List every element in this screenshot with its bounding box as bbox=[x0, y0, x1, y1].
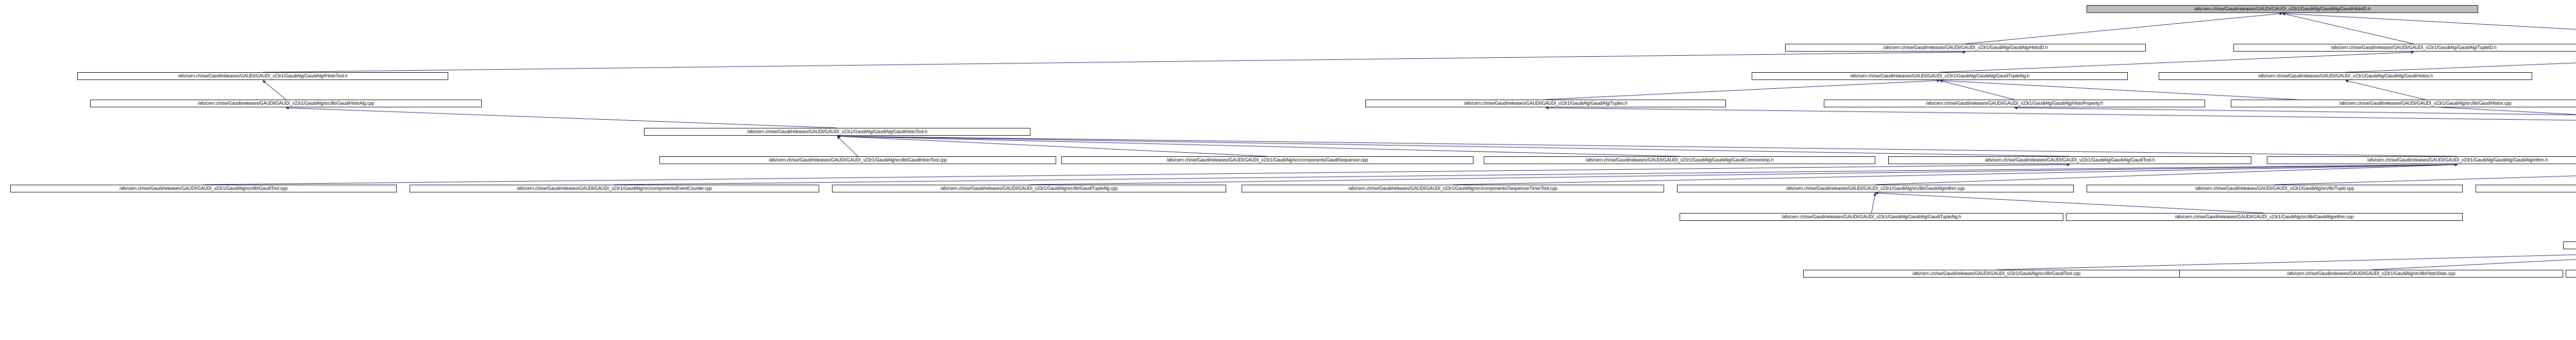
graph-edge bbox=[614, 163, 2458, 185]
graph-edge bbox=[2345, 62, 2576, 73]
graph-node[interactable]: /afs/cern.ch/sw/Gaudi/releases/GAUDI/GAU… bbox=[2087, 185, 2463, 192]
graph-node[interactable]: /afs/cern.ch/sw/Gaudi/releases/GAUDI/GAU… bbox=[1824, 100, 2205, 107]
graph-node-root[interactable]: /afs/cern.ch/sw/Gaudi/releases/GAUDI/GAU… bbox=[2087, 5, 2478, 13]
graph-edge bbox=[837, 135, 1680, 157]
graph-node[interactable]: /afs/cern.ch/sw/Gaudi/releases/GAUDI/GAU… bbox=[1061, 156, 1473, 164]
graph-edge bbox=[1996, 254, 2576, 270]
graph-node[interactable]: /afs/cern.ch/sw/Gaudi/releases/GAUDI/GAU… bbox=[1484, 156, 1875, 164]
graph-edge bbox=[1875, 191, 2265, 214]
graph-node[interactable]: /afs/cern.ch/sw/Gaudi/releases/GAUDI/GAU… bbox=[644, 128, 1030, 136]
graph-edge bbox=[1965, 12, 2283, 44]
graph-node[interactable]: /afs/cern.ch/sw/Gaudi/releases/GAUDI/GAU… bbox=[2179, 270, 2563, 278]
graph-node[interactable]: /afs/cern.ch/sw/Gaudi/releases/GAUDI/GAU… bbox=[1677, 185, 2074, 192]
graph-edge bbox=[285, 106, 838, 128]
graph-node[interactable]: /afs/cern.ch/sw/Gaudi/releases/GAUDI/GAU… bbox=[1242, 185, 1664, 192]
graph-node[interactable]: /afs/cern.ch/sw/Gaudi/releases/GAUDI/GAU… bbox=[2159, 72, 2532, 80]
graph-edge bbox=[1875, 163, 2458, 185]
graph-node[interactable]: /afs/cern.ch/sw/Gaudi/releases/GAUDI/GAU… bbox=[1365, 100, 1726, 107]
graph-node[interactable]: /afs/cern.ch/sw/Gaudi/releases/GAUDI/GAU… bbox=[10, 185, 397, 192]
graph-node[interactable]: /afs/cern.ch/sw/Gaudi/releases/GAUDI/GAU… bbox=[2066, 213, 2463, 221]
graph-edge bbox=[2282, 12, 2576, 30]
graph-node[interactable]: /afs/cern.ch/sw/Gaudi/releases/GAUDI/GAU… bbox=[2233, 44, 2576, 52]
graph-node[interactable]: /afs/cern.ch/sw/Gaudi/releases/GAUDI/GAU… bbox=[1680, 213, 2063, 221]
graph-edge bbox=[1939, 79, 2015, 100]
graph-edge bbox=[203, 163, 2071, 185]
graph-edge bbox=[2282, 12, 2414, 44]
graph-node[interactable]: /afs/cern.ch/sw/Gaudi/releases/GAUDI/GAU… bbox=[2267, 156, 2576, 164]
graph-edge bbox=[2371, 259, 2576, 270]
graph-node[interactable]: /afs/cern.ch/sw/Gaudi/releases/GAUDI/GAU… bbox=[832, 185, 1226, 192]
graph-edge bbox=[1029, 163, 2458, 185]
graph-node[interactable]: /afs/cern.ch/sw/Gaudi/releases/GAUDI/GAU… bbox=[1888, 156, 2251, 164]
graph-node[interactable]: /afs/cern.ch/sw/Gaudi/releases/GAUDI/GAU… bbox=[2476, 185, 2576, 192]
graph-node[interactable]: /afs/cern.ch/sw/Gaudi/releases/GAUDI/GAU… bbox=[77, 72, 448, 80]
graph-node[interactable]: /afs/cern.ch/sw/Gaudi/releases/GAUDI/GAU… bbox=[2563, 241, 2576, 249]
graph-node[interactable]: /afs/cern.ch/sw/Gaudi/releases/GAUDI/GAU… bbox=[90, 100, 482, 107]
graph-node[interactable]: /afs/cern.ch/sw/Gaudi/releases/GAUDI/GAU… bbox=[1785, 44, 2146, 52]
graph-edge bbox=[1871, 192, 1876, 214]
graph-edge bbox=[2014, 106, 2576, 116]
graph-edge bbox=[1545, 106, 2576, 121]
graph-node[interactable]: /afs/cern.ch/sw/Gaudi/releases/GAUDI/GAU… bbox=[659, 156, 1056, 164]
graph-edge bbox=[837, 136, 858, 157]
graph-edge bbox=[2274, 175, 2576, 185]
graph-edge bbox=[837, 135, 1268, 157]
graph-edge bbox=[837, 135, 2070, 157]
graph-edge bbox=[2345, 79, 2426, 100]
graph-edge bbox=[1939, 51, 2414, 73]
graph-node[interactable]: /afs/cern.ch/sw/Gaudi/releases/GAUDI/GAU… bbox=[2231, 100, 2576, 107]
graph-node[interactable]: /afs/cern.ch/sw/Gaudi/releases/GAUDI/GAU… bbox=[1803, 270, 2190, 278]
graph-edge bbox=[1545, 79, 1940, 100]
graph-node[interactable]: /afs/cern.ch/sw/Gaudi/releases/GAUDI/GAU… bbox=[1752, 72, 2128, 80]
graph-node[interactable]: /afs/cern.ch/sw/Gaudi/releases/GAUDI/GAU… bbox=[2566, 270, 2576, 278]
graph-node[interactable]: /afs/cern.ch/sw/Gaudi/releases/GAUDI/GAU… bbox=[410, 185, 819, 192]
graph-edge bbox=[262, 80, 286, 100]
graph-edge bbox=[262, 51, 1966, 73]
graph-edge bbox=[837, 135, 2458, 157]
graph-edge bbox=[1452, 163, 2458, 185]
